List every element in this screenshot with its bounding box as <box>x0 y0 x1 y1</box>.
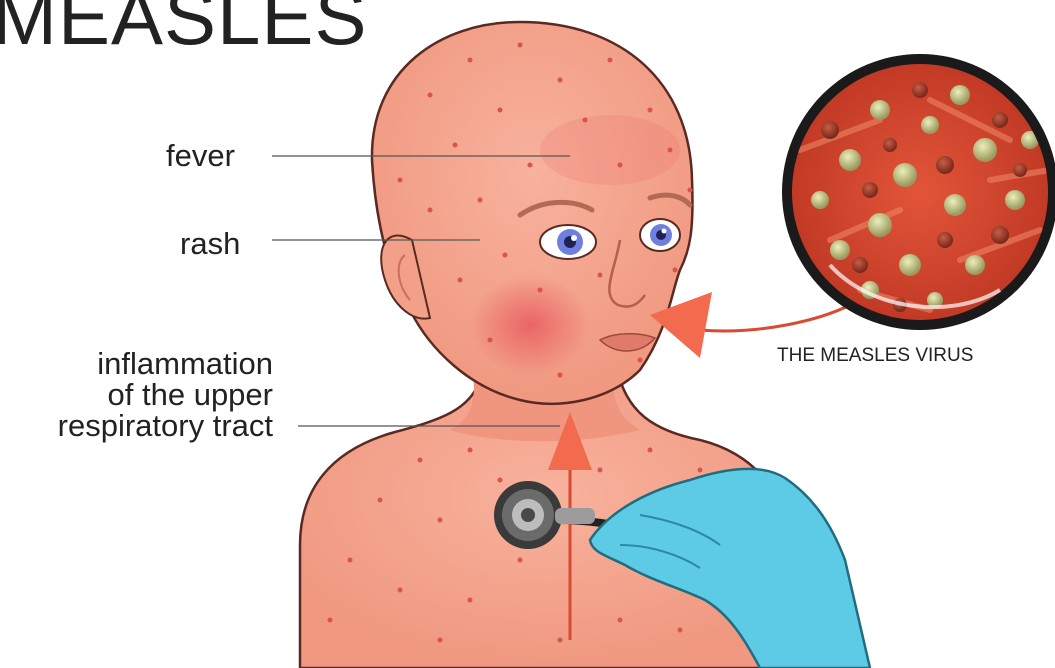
measles-virus-magnifier <box>782 54 1055 330</box>
left-eye <box>540 225 596 259</box>
right-eye <box>640 219 680 251</box>
